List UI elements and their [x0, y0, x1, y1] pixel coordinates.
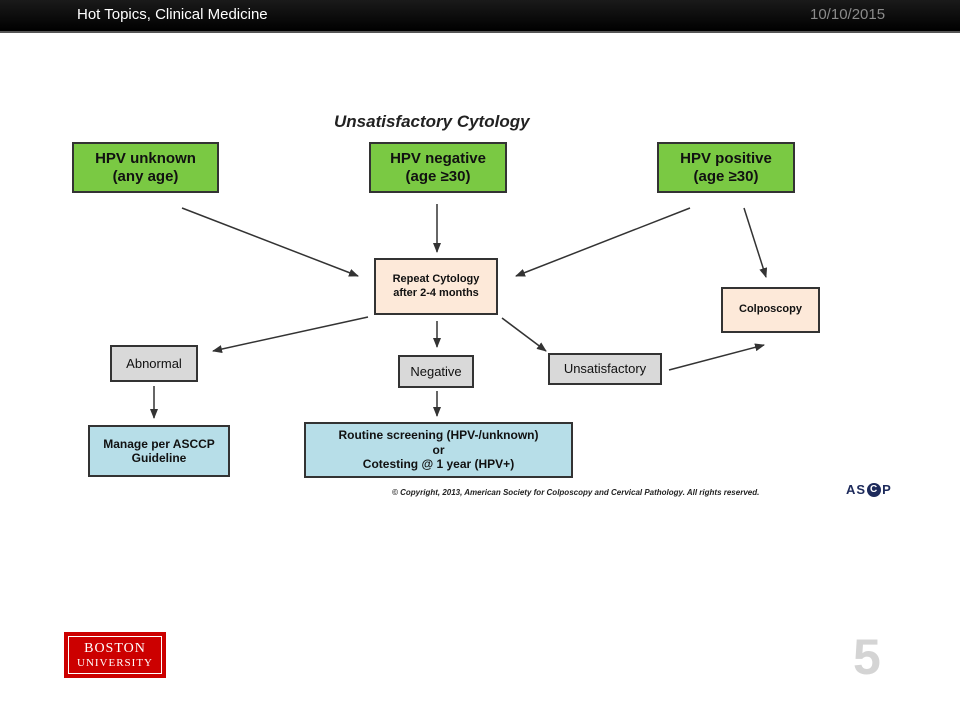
arrow-repeat-to-abnormal — [212, 316, 369, 353]
node-abnormal: Abnormal — [110, 345, 198, 382]
presentation-date: 10/10/2015 — [810, 6, 886, 23]
boston-university-logo: BOSTON UNIVERSITY — [64, 632, 166, 678]
logo-line-boston: BOSTON — [84, 640, 146, 656]
node-hpv-negative: HPV negative (age ≥30) — [369, 142, 507, 193]
arrow-unknown-to-repeat — [181, 207, 359, 277]
node-hpv-unknown: HPV unknown (any age) — [72, 142, 219, 193]
node-unsatisfactory: Unsatisfactory — [548, 353, 662, 385]
slide-number: 5 — [853, 629, 881, 685]
arrow-repeat-to-unsatisfactory — [501, 317, 547, 352]
diagram-title: Unsatisfactory Cytology — [334, 112, 530, 131]
node-manage-per-asccp: Manage per ASCCP Guideline — [88, 425, 230, 477]
arrow-positive-to-colposcopy — [743, 207, 768, 278]
arrow-unsatisfactory-to-colposcopy — [668, 343, 765, 371]
presentation-title: Hot Topics, Clinical Medicine — [77, 6, 268, 23]
node-negative: Negative — [398, 355, 474, 388]
slide-header-bar: Hot Topics, Clinical Medicine 10/10/2015 — [0, 0, 960, 33]
copyright-notice: © Copyright, 2013, American Society for … — [392, 488, 760, 497]
logo-line-university: UNIVERSITY — [77, 656, 153, 669]
node-hpv-positive: HPV positive (age ≥30) — [657, 142, 795, 193]
node-repeat-cytology: Repeat Cytology after 2-4 months — [374, 258, 498, 315]
node-routine-screening: Routine screening (HPV-/unknown) or Cote… — [304, 422, 573, 478]
arrow-positive-to-repeat — [515, 207, 691, 277]
node-colposcopy: Colposcopy — [721, 287, 820, 333]
